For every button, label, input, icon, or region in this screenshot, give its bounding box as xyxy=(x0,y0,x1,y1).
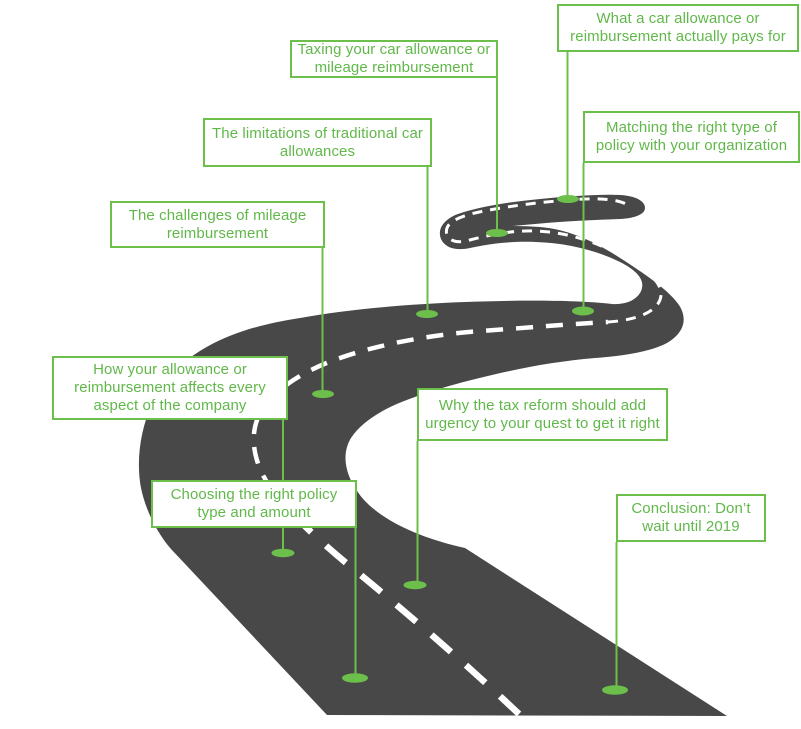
milestone-dot xyxy=(271,548,295,558)
milestone-label-limitations: The limitations of traditional car allow… xyxy=(203,118,432,167)
milestone-label-taxing: Taxing your car allowance or mileage rei… xyxy=(290,40,498,78)
milestone-dot xyxy=(416,310,438,318)
milestone-label-matching-policy: Matching the right type of policy with y… xyxy=(583,111,800,163)
milestone-label-choosing-policy: Choosing the right policy type and amoun… xyxy=(151,480,357,528)
milestone-dot xyxy=(312,390,334,398)
milestone-label-tax-reform-urgency: Why the tax reform should add urgency to… xyxy=(417,388,668,441)
milestone-dot xyxy=(572,306,594,316)
milestone-dot xyxy=(403,580,427,590)
road-centerline-top xyxy=(444,197,663,324)
milestone-label-challenges: The challenges of mileage reimbursement xyxy=(110,201,325,248)
milestone-label-affects-company: How your allowance or reimbursement affe… xyxy=(52,356,288,420)
milestone-dot xyxy=(557,195,579,203)
milestone-label-what-it-pays-for: What a car allowance or reimbursement ac… xyxy=(557,4,799,52)
milestone-dot xyxy=(342,673,368,683)
milestone-dot xyxy=(602,685,628,695)
road-centerline-middle xyxy=(251,319,609,492)
milestone-dot xyxy=(486,229,508,237)
milestone-label-conclusion: Conclusion: Don’t wait until 2019 xyxy=(616,494,766,542)
